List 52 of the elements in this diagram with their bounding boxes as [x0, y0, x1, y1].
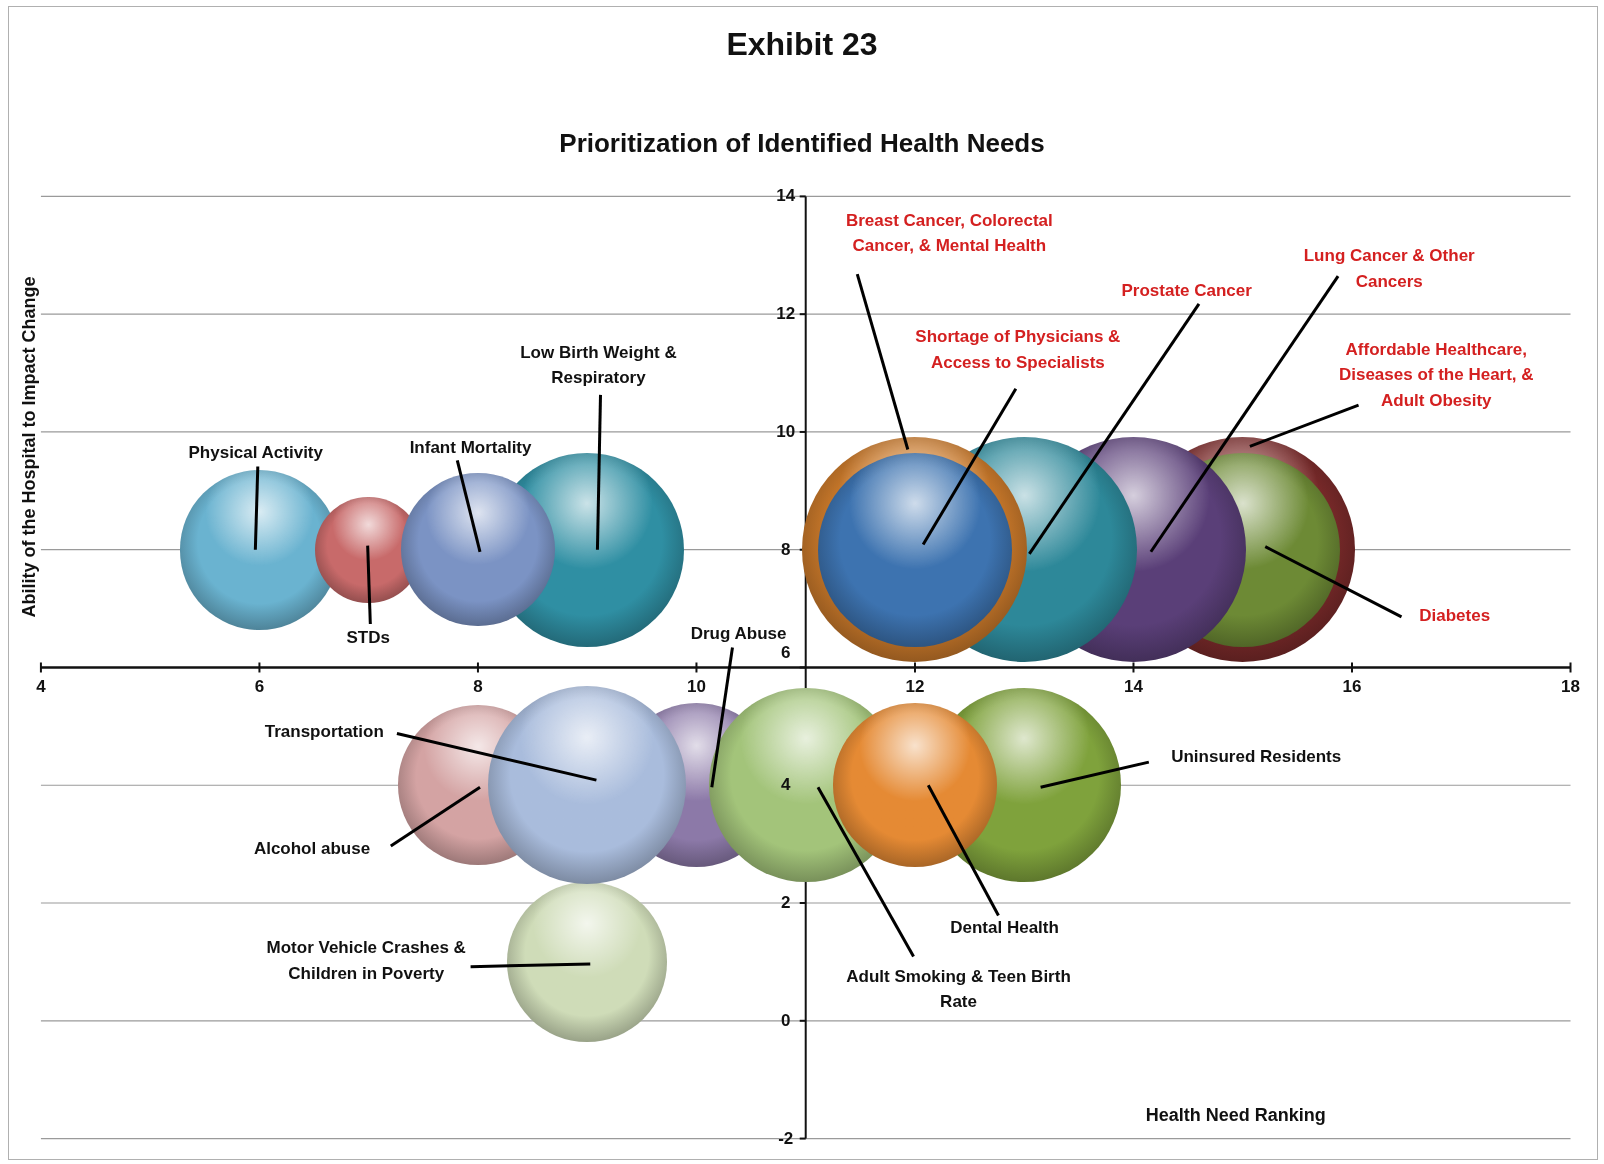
tick-label: 10	[776, 421, 796, 442]
tick-label: 14	[776, 186, 796, 207]
tick-label: 4	[36, 677, 46, 698]
leader-line	[455, 460, 482, 553]
tick-label: 18	[1561, 677, 1580, 698]
chart-subtitle: Prioritization of Identified Health Needs	[559, 128, 1045, 158]
leader-line	[595, 394, 602, 550]
bubble-label: Affordable Healthcare, Diseases of the Heart, & Adult Obesity	[1318, 336, 1554, 414]
bubble-label: Adult Smoking & Teen Birth Rate	[830, 963, 1087, 1015]
tick-label: 16	[1342, 677, 1362, 698]
axis-title: Health Need Ranking	[1145, 1104, 1326, 1126]
tick-label: 6	[254, 677, 265, 698]
leader-line	[1264, 545, 1403, 619]
bubble	[833, 703, 997, 868]
tick-label: -2	[778, 1128, 794, 1149]
bubble-label: Breast Cancer, Colorectal Cancer, & Mental Health	[824, 207, 1075, 259]
bubble-label: Uninsured Residents	[1138, 743, 1374, 770]
bubble-label: Lung Cancer & Other Cancers	[1294, 243, 1484, 295]
leader-line	[1040, 760, 1150, 789]
leader-line	[1149, 275, 1340, 553]
chart-title: Exhibit 23	[726, 26, 878, 62]
tick-label: 0	[780, 1010, 791, 1031]
leader-line	[253, 466, 260, 550]
bubble-label: Transportation	[237, 719, 412, 745]
tick-label: 4	[780, 775, 791, 796]
leader-line	[470, 962, 591, 969]
leader-line	[816, 786, 915, 958]
bubble-label: Alcohol abuse	[230, 835, 394, 862]
leader-line	[921, 387, 1018, 546]
bubble-label: Diabetes	[1393, 602, 1517, 629]
leader-line	[855, 273, 910, 450]
bubble-label: Shortage of Physicians & Access to Specialists	[897, 324, 1139, 376]
bubble	[401, 473, 555, 627]
axis-title: Ability of the Hospital to Impact Change	[18, 276, 40, 618]
tick-label: 10	[687, 677, 706, 698]
bubble-label: Low Birth Weight & Respiratory	[485, 339, 711, 391]
tick-label: 8	[780, 539, 791, 560]
bubble-label: STDs	[327, 625, 410, 651]
bubble-label: Infant Mortality	[373, 434, 568, 461]
leader-line	[926, 784, 1000, 917]
leader-line	[1249, 403, 1360, 448]
bubble-label: Prostate Cancer	[1089, 278, 1284, 304]
leader-line	[1028, 303, 1201, 555]
tick-label: 12	[905, 677, 925, 698]
bubble-label: Motor Vehicle Crashes & Children in Poverty	[238, 935, 495, 986]
tick-label: 2	[780, 893, 791, 913]
tick-label: 12	[776, 304, 796, 325]
tick-label: 14	[1124, 677, 1143, 698]
bubble-label: Physical Activity	[153, 439, 359, 466]
tick-label: 8	[473, 677, 483, 698]
bubble-label: Dental Health	[922, 914, 1087, 941]
leader-line	[710, 647, 734, 788]
